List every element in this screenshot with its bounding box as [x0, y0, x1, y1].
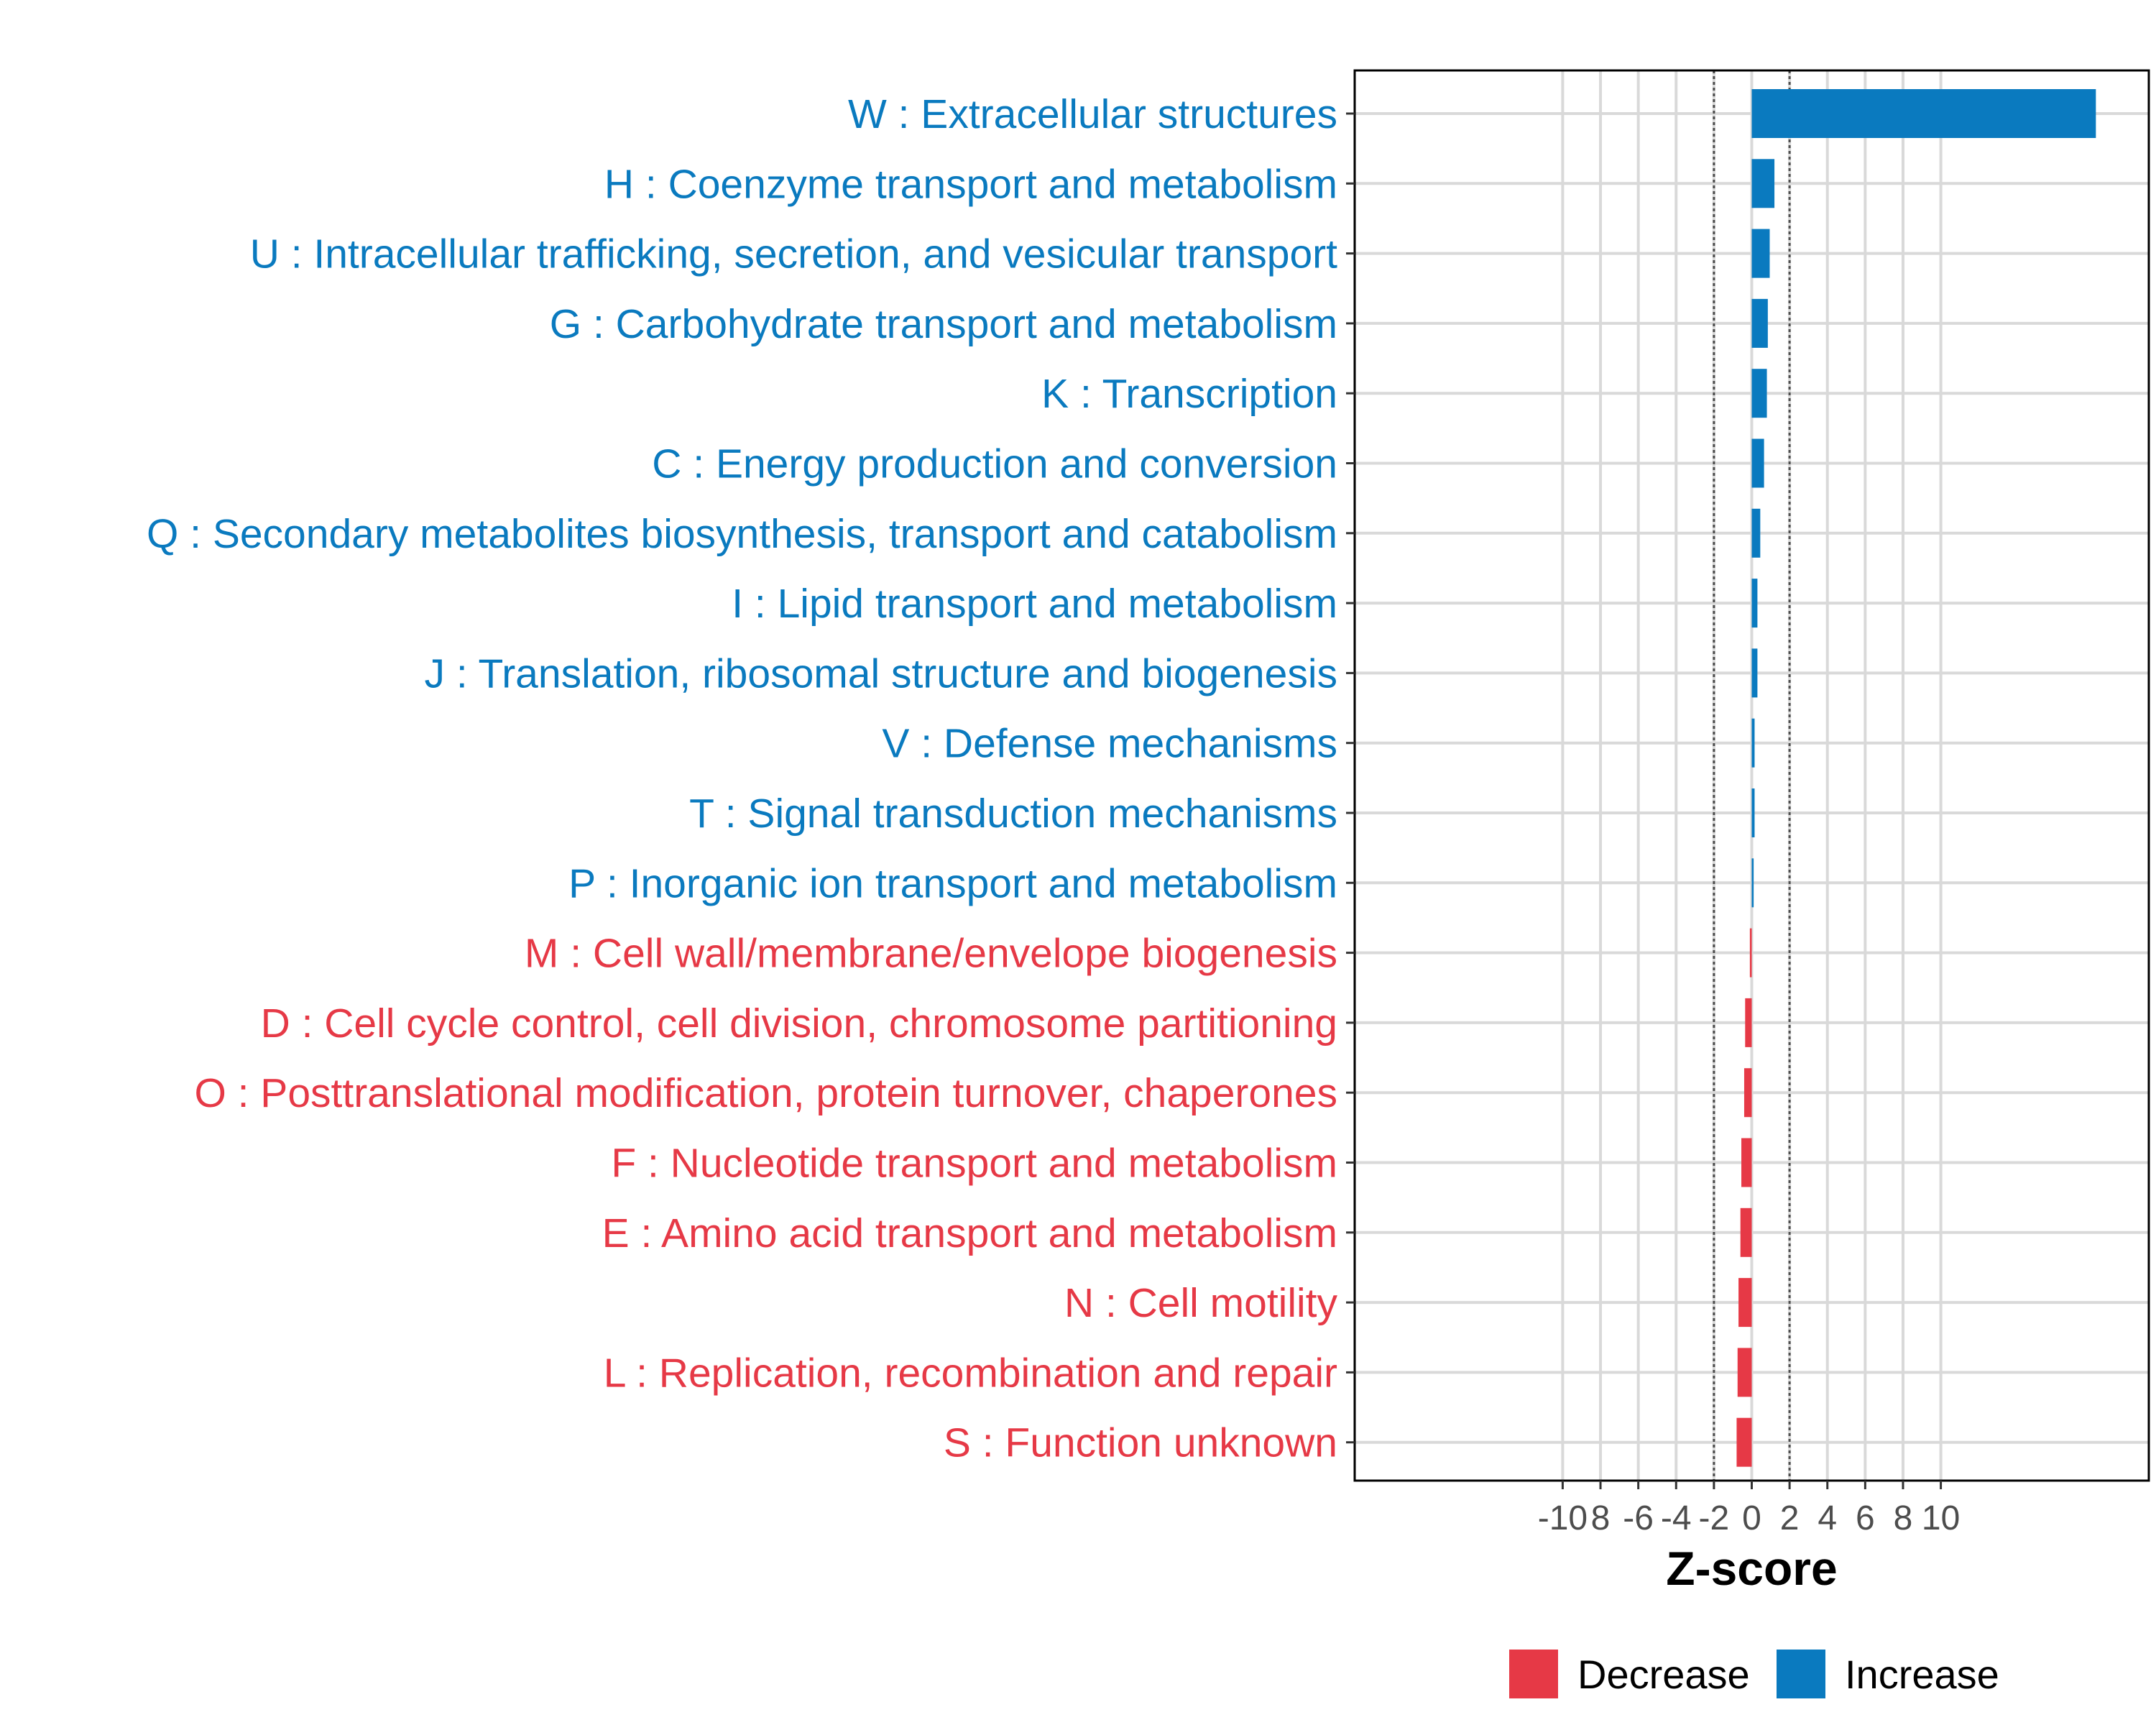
x-tick-label: 8 [1591, 1499, 1611, 1537]
legend-swatch-decrease [1509, 1650, 1558, 1698]
legend-label-increase: Increase [1845, 1652, 1999, 1697]
legend-label-decrease: Decrease [1577, 1652, 1750, 1697]
category-label: N : Cell motility [1064, 1280, 1338, 1326]
x-tick-label: -4 [1661, 1499, 1692, 1537]
bar [1751, 159, 1775, 208]
bar [1751, 858, 1754, 908]
bar [1749, 928, 1752, 978]
bar [1751, 89, 2096, 138]
category-label: O : Posttranslational modification, prot… [194, 1070, 1337, 1116]
category-label: T : Signal transduction mechanisms [689, 791, 1337, 837]
x-tick-label: 0 [1742, 1499, 1761, 1537]
grid-lines [1355, 70, 2149, 1481]
category-label: V : Defense mechanisms [882, 721, 1337, 767]
category-label: J : Translation, ribosomal structure and… [425, 650, 1337, 696]
category-label: F : Nucleotide transport and metabolism [611, 1141, 1337, 1187]
legend: Decrease Increase [1509, 1650, 1999, 1698]
category-label: W : Extracellular structures [848, 91, 1337, 137]
bar [1751, 648, 1758, 698]
category-label: M : Cell wall/membrane/envelope biogenes… [525, 931, 1337, 977]
bar [1740, 1208, 1752, 1257]
bar [1751, 788, 1755, 837]
category-labels: W : Extracellular structures H : Coenzyme… [147, 91, 1338, 1466]
x-tick-label: 8 [1894, 1499, 1913, 1537]
reference-lines [1713, 70, 1791, 1481]
category-label: H : Coenzyme transport and metabolism [604, 161, 1337, 207]
bar [1736, 1417, 1752, 1467]
bar [1745, 998, 1752, 1047]
x-axis-title: Z-score [1666, 1542, 1837, 1595]
x-tick-label: 4 [1818, 1499, 1837, 1537]
category-label: P : Inorganic ion transport and metaboli… [568, 860, 1337, 906]
category-label: Q : Secondary metabolites biosynthesis, … [147, 511, 1337, 557]
category-label: C : Energy production and conversion [652, 441, 1337, 487]
bar [1751, 298, 1768, 348]
bar [1751, 438, 1764, 488]
bar [1741, 1138, 1752, 1187]
category-label: S : Function unknown [944, 1420, 1337, 1466]
x-tick-label: 2 [1780, 1499, 1800, 1537]
bar [1751, 579, 1758, 628]
category-label: L : Replication, recombination and repai… [604, 1350, 1337, 1396]
category-label: U : Intracellular trafficking, secretion… [250, 231, 1337, 277]
category-label: D : Cell cycle control, cell division, c… [261, 1000, 1337, 1046]
bar [1737, 1348, 1752, 1397]
x-tick-label: -10 [1538, 1499, 1588, 1537]
x-tick-label: -2 [1699, 1499, 1730, 1537]
legend-swatch-increase [1777, 1650, 1825, 1698]
bar [1743, 1068, 1752, 1118]
x-tick-label: 6 [1856, 1499, 1875, 1537]
bar [1751, 508, 1761, 558]
x-tick-label: 10 [1922, 1499, 1960, 1537]
y-axis-ticks [1346, 112, 1355, 1444]
category-label: I : Lipid transport and metabolism [732, 581, 1337, 627]
bar [1738, 1278, 1752, 1328]
category-label: E : Amino acid transport and metabolism [602, 1210, 1337, 1256]
bar [1751, 229, 1770, 278]
bar [1751, 718, 1755, 768]
x-tick-label: -6 [1623, 1499, 1654, 1537]
category-label: K : Transcription [1041, 371, 1337, 417]
bars [1736, 89, 2096, 1467]
category-label: G : Carbohydrate transport and metabolis… [550, 301, 1337, 347]
bar [1751, 369, 1767, 418]
